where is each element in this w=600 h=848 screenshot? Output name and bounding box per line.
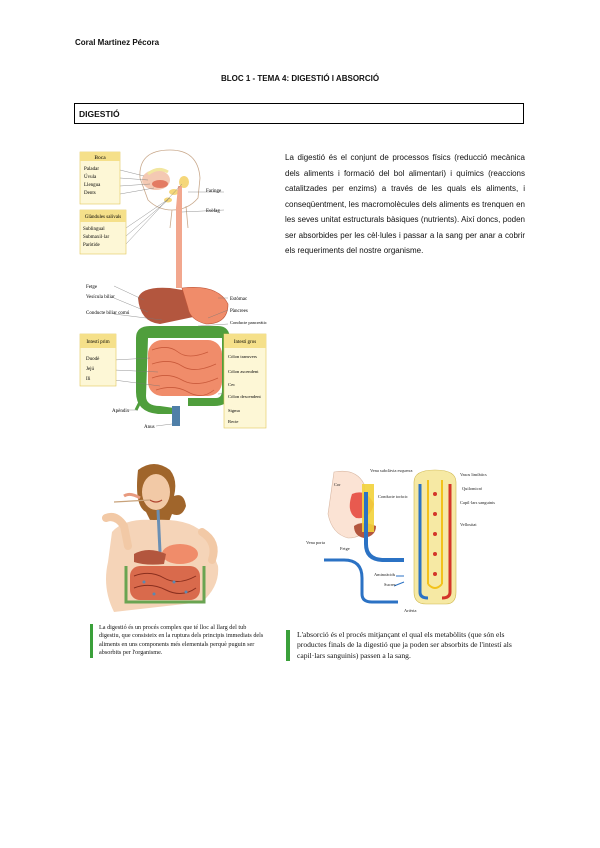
label-aminoacids: Aminoàcids <box>374 572 396 577</box>
label-quilomicro: Quilomicró <box>462 486 483 491</box>
box-title: Intestí gros <box>234 340 256 345</box>
label-text: Dents <box>84 191 96 196</box>
label-conducte-toracic: Conducte toràcic <box>378 494 408 499</box>
label-text: Duodè <box>86 357 100 362</box>
label-esofag: Esòfag <box>206 209 220 214</box>
caption-absorption-text: L'absorció és el procés mitjançant el qu… <box>297 630 512 660</box>
small-intestine-shape <box>148 340 222 396</box>
label-text: Sigma <box>228 408 240 413</box>
label-text: Jejú <box>86 367 95 372</box>
label-fetge: Fetge <box>340 546 350 551</box>
caption-digestion: La digestió és un procés complex que té … <box>90 624 265 658</box>
label-apendix: Apèndix <box>112 409 130 414</box>
head-outline <box>139 149 201 229</box>
section-title: DIGESTIÓ <box>79 109 120 119</box>
caption-digestion-text: La digestió és un procés complex que té … <box>99 624 264 657</box>
stomach-shape <box>181 287 229 325</box>
label-capil-lars: Capil·lars sanguinis <box>460 500 495 505</box>
label-box-glandules: Glàndules salivals Sublingual Submaxil·l… <box>79 209 127 255</box>
woman-digestion-illustration <box>102 464 219 612</box>
label-text: Sublingual <box>83 227 105 232</box>
digestive-system-diagram: Boca Paladar Úvula Llengua Dents Glàndul… <box>79 149 267 430</box>
label-vesicula: Vesícula biliar <box>86 295 115 300</box>
label-text: Còlon descendent <box>228 394 262 399</box>
section-header: DIGESTIÓ <box>74 103 524 124</box>
label-text: Ili <box>86 377 91 382</box>
caption-absorption: L'absorció és el procés mitjançant el qu… <box>286 630 533 662</box>
absorption-diagram: Vena subclàvia esquerra Conducte toràcic… <box>306 468 495 613</box>
label-text: Submaxil·lar <box>83 235 109 240</box>
label-faringe: Faringe <box>206 189 222 194</box>
rectum-shape <box>172 406 180 426</box>
label-vena-porta: Vena porta <box>306 540 325 545</box>
label-arteria: Artèria <box>404 608 416 613</box>
author-name: Coral Martinez Pécora <box>75 38 160 47</box>
label-box-intesti-prim: Intestí prim Duodè Jejú Ili <box>79 333 117 387</box>
label-text: Úvula <box>84 174 97 180</box>
label-text: Recte <box>228 419 238 424</box>
label-vellositat: Vellositat <box>460 522 477 527</box>
box-title: Boca <box>94 155 106 161</box>
label-text: Paladar <box>84 167 99 172</box>
label-cor: Cor <box>334 482 341 487</box>
box-title: Glàndules salivals <box>85 215 122 220</box>
label-box-intesti-gros: Intestí gros Còlon transvers Còlon ascen… <box>223 333 267 429</box>
label-conducte-biliar: Conducte biliar comú <box>86 311 130 316</box>
label-anus: Anus <box>144 425 155 430</box>
appendix-shape <box>134 397 144 411</box>
intro-paragraph: La digestió és el conjunt de processos f… <box>285 153 525 255</box>
label-box-boca: Boca Paladar Úvula Llengua Dents <box>79 151 121 205</box>
label-fetge: Fetge <box>86 285 98 290</box>
large-intestine-shape <box>136 326 230 414</box>
label-estomac: Estòmac <box>230 297 248 302</box>
label-pancrees: Pàncrees <box>230 309 248 314</box>
label-vasos-limfatics: Vasos limfàtics <box>460 472 487 477</box>
label-text: Còlon transvers <box>228 354 257 359</box>
label-text: Cec <box>228 382 235 387</box>
box-title: Intestí prim <box>86 340 109 345</box>
label-vena-subclavia: Vena subclàvia esquerra <box>370 468 412 473</box>
label-sucres: Sucres <box>384 582 396 587</box>
label-text: Llengua <box>84 183 101 188</box>
label-conducte-pancreatic: Conducte pancreàtic <box>230 320 267 325</box>
esophagus <box>176 186 182 288</box>
label-text: Paròtide <box>83 243 100 248</box>
page-title: BLOC 1 - TEMA 4: DIGESTIÓ I ABSORCIÓ <box>220 74 380 83</box>
label-text: Còlon ascendent <box>228 369 259 374</box>
